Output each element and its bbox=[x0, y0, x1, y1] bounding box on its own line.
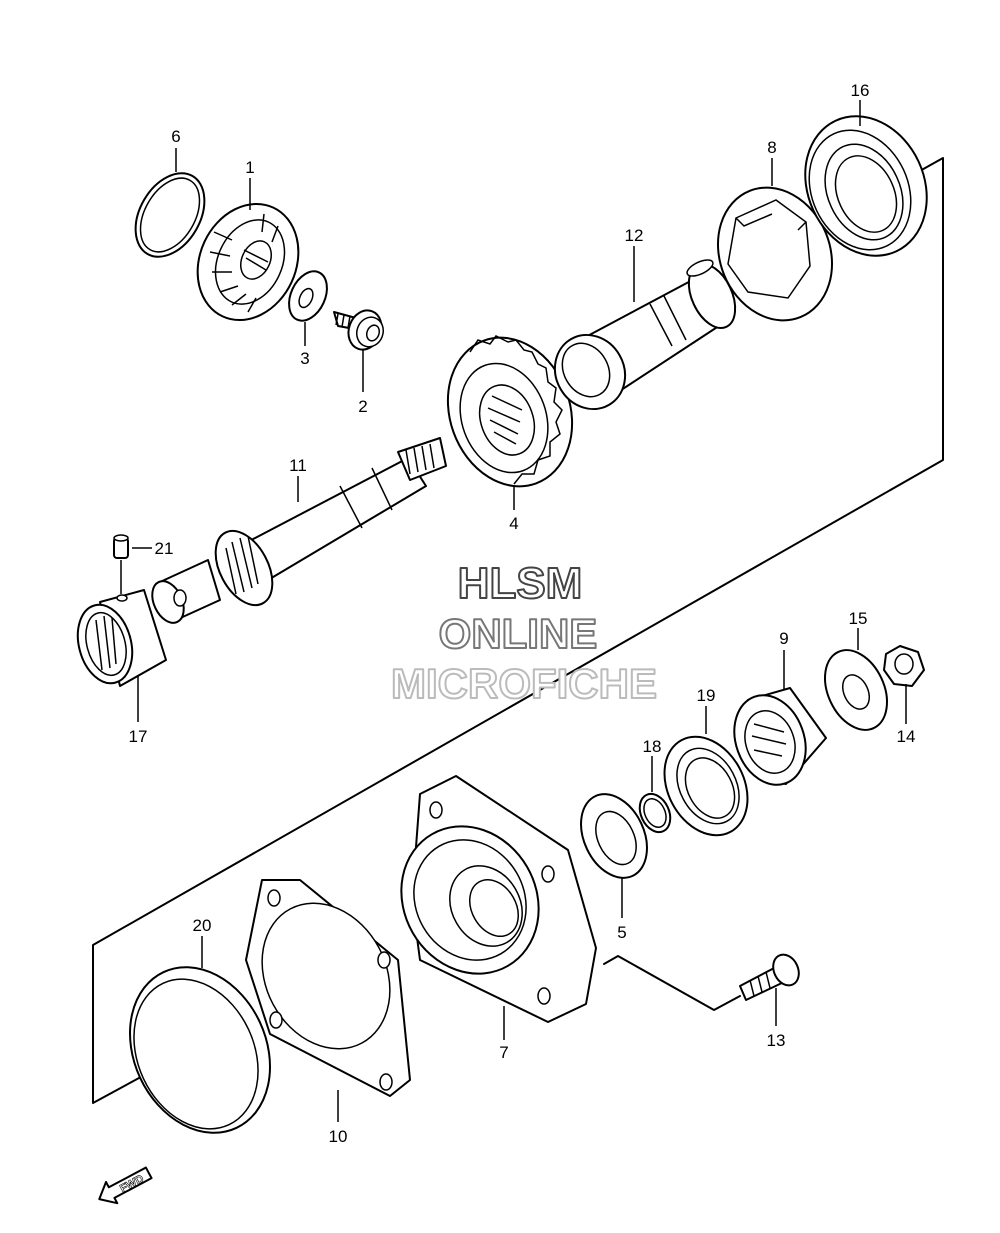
fwd-arrow: FWD bbox=[98, 1166, 153, 1205]
callout-3: 3 bbox=[300, 349, 309, 368]
part-20-seal-ring[interactable] bbox=[104, 944, 296, 1156]
part-14-nut[interactable] bbox=[883, 645, 925, 687]
part-8-hex-nut[interactable] bbox=[699, 170, 852, 337]
fwd-label: FWD bbox=[118, 1173, 146, 1195]
bolt-13-guide-line bbox=[603, 955, 741, 1011]
part-2-bolt[interactable] bbox=[333, 306, 387, 355]
callout-11: 11 bbox=[289, 456, 307, 475]
callout-18: 18 bbox=[643, 737, 662, 756]
callout-16: 16 bbox=[851, 81, 870, 100]
watermark-line-2: ONLINE bbox=[439, 610, 598, 657]
callout-10: 10 bbox=[329, 1127, 348, 1146]
assembly-frame bbox=[92, 157, 944, 1104]
leader-lines bbox=[120, 100, 907, 1122]
callout-6: 6 bbox=[171, 127, 180, 146]
callout-12: 12 bbox=[625, 226, 644, 245]
part-17-needle-bearing[interactable] bbox=[70, 589, 167, 689]
callout-14: 14 bbox=[897, 727, 916, 746]
part-21-pin[interactable] bbox=[113, 534, 129, 559]
callout-8: 8 bbox=[767, 138, 776, 157]
part-1-bevel-gear[interactable] bbox=[179, 187, 317, 336]
part-16-bearing[interactable] bbox=[783, 96, 949, 276]
watermark-line-3: MICROFICHE bbox=[391, 660, 657, 707]
callout-1: 1 bbox=[245, 158, 254, 177]
part-6-o-ring[interactable] bbox=[122, 161, 219, 269]
part-19-seal-ring[interactable] bbox=[648, 722, 764, 850]
callout-4: 4 bbox=[509, 514, 518, 533]
callout-19: 19 bbox=[697, 686, 716, 705]
part-13-bolt[interactable] bbox=[739, 950, 804, 1001]
part-9-coupling[interactable] bbox=[722, 685, 827, 795]
callout-5: 5 bbox=[617, 923, 626, 942]
callout-21: 21 bbox=[155, 539, 174, 558]
callout-7: 7 bbox=[499, 1043, 508, 1062]
part-5-seal[interactable] bbox=[568, 783, 660, 888]
callout-13: 13 bbox=[767, 1031, 786, 1050]
callout-2: 2 bbox=[358, 397, 367, 416]
part-15-washer[interactable] bbox=[813, 640, 899, 740]
part-12-sleeve[interactable] bbox=[542, 257, 745, 422]
callout-20: 20 bbox=[193, 916, 212, 935]
part-11-shaft[interactable] bbox=[146, 437, 447, 628]
callout-15: 15 bbox=[849, 609, 868, 628]
callout-labels: 1 2 3 4 5 6 7 8 9 10 11 12 13 14 15 16 1… bbox=[129, 81, 916, 1146]
watermark-line-1: HLSM bbox=[458, 559, 583, 608]
callout-17: 17 bbox=[129, 727, 148, 746]
watermark: HLSM ONLINE MICROFICHE bbox=[390, 558, 658, 708]
part-7-housing[interactable] bbox=[375, 775, 597, 1023]
part-10-gasket[interactable] bbox=[237, 879, 414, 1097]
callout-9: 9 bbox=[779, 629, 788, 648]
part-3-washer[interactable] bbox=[282, 265, 335, 326]
part-18-o-ring[interactable] bbox=[634, 789, 676, 837]
